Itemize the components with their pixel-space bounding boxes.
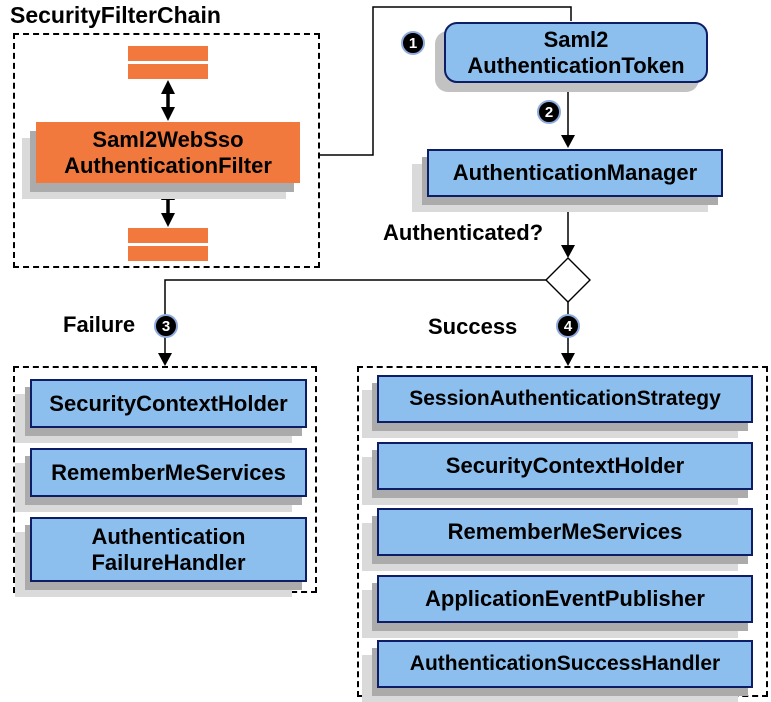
failure-security-context-holder-box: SecurityContextHolder — [30, 379, 307, 428]
authentication-manager-box: AuthenticationManager — [427, 149, 723, 197]
filter-chain-bar-4 — [128, 246, 208, 261]
failure-label: Failure — [63, 312, 136, 337]
step-3-badge: 3 — [154, 314, 178, 338]
decision-diamond — [545, 257, 591, 303]
success-remember-me-services-box: RememberMeServices — [377, 508, 753, 556]
success-label: Success — [428, 314, 518, 339]
success-handlers-container — [357, 366, 768, 697]
success-security-context-holder-box: SecurityContextHolder — [377, 442, 753, 490]
authentication-success-handler-box: AuthenticationSuccessHandler — [377, 640, 753, 688]
filter-chain-bar-2 — [128, 64, 208, 79]
security-filter-chain-title: SecurityFilterChain — [10, 2, 221, 28]
saml2-authentication-token-box: Saml2 AuthenticationToken — [444, 22, 708, 83]
manager-to-diamond-arrow — [561, 197, 575, 258]
failure-remember-me-services-box: RememberMeServices — [30, 448, 307, 497]
saml2-web-sso-authentication-filter-box: Saml2WebSso AuthenticationFilter — [36, 122, 300, 183]
authenticated-question-label: Authenticated? — [383, 220, 544, 245]
step-2-badge: 2 — [537, 100, 561, 124]
step-1-badge: 1 — [401, 31, 425, 55]
filter-chain-bar-1 — [128, 46, 208, 61]
security-filter-chain-container — [13, 33, 320, 268]
filter-to-token-connector — [320, 6, 572, 156]
filter-chain-bar-3 — [128, 228, 208, 243]
token-to-manager-arrow — [561, 83, 575, 148]
failure-handlers-container — [13, 366, 317, 593]
authentication-failure-handler-box: Authentication FailureHandler — [30, 517, 307, 582]
step-4-badge: 4 — [556, 314, 580, 338]
session-authentication-strategy-box: SessionAuthenticationStrategy — [377, 375, 753, 423]
double-arrow-top-icon — [161, 80, 175, 121]
double-arrow-bottom-icon — [161, 186, 175, 227]
application-event-publisher-box: ApplicationEventPublisher — [377, 575, 753, 623]
